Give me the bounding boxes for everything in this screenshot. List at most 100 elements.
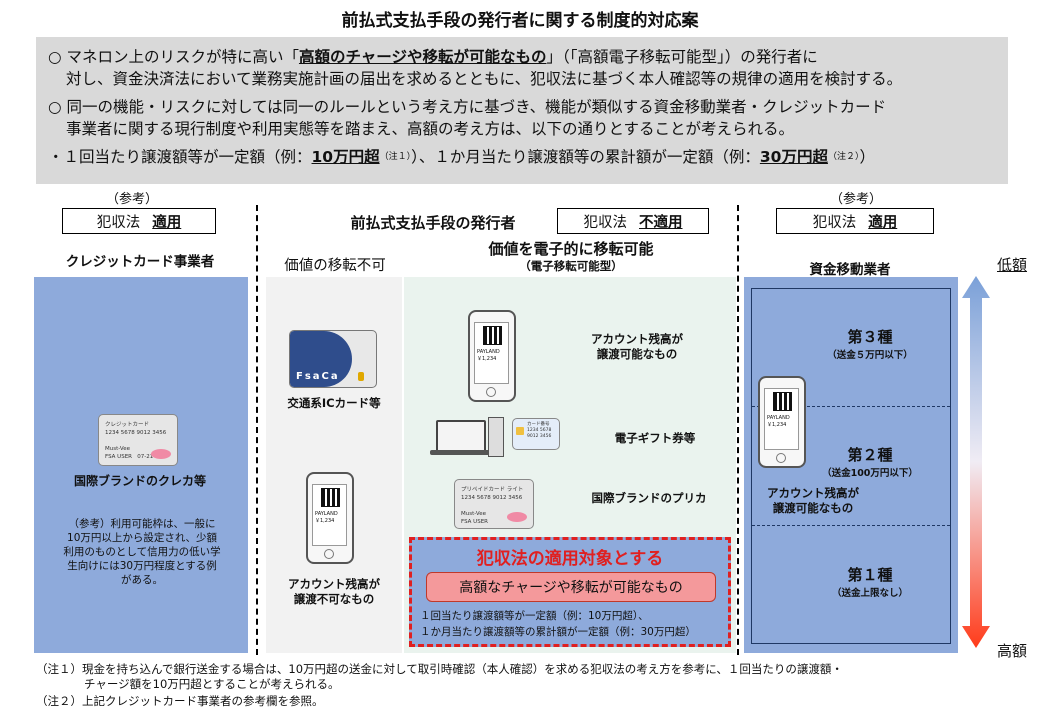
card-text: プリペイドカード ライト 1234 5678 9012 3456 Must-Ve… xyxy=(461,487,524,525)
phone-amount: ￥1,234 xyxy=(767,422,787,428)
tier-limit: （送金100万円以下） xyxy=(822,468,918,479)
axis-low-label: 低額 xyxy=(997,256,1028,274)
caption-line: 譲渡可能なもの xyxy=(596,347,678,361)
qr-code-icon xyxy=(483,326,502,345)
phone-text: PAYLAND￥1,234 xyxy=(477,349,500,363)
center-heading: 前払式支払手段の発行者 xyxy=(350,214,516,232)
prepaid-card-image: プリペイドカード ライト 1234 5678 9012 3456 Must-Ve… xyxy=(454,479,534,529)
summary-line-3: ○ 同一の機能・リスクに対しては同一のルールという考え方に基づき、機能が類似する… xyxy=(48,98,887,116)
center-law-box: 犯収法不適用 xyxy=(557,208,709,234)
col-non-transferable-head: 価値の移転不可 xyxy=(284,258,386,274)
monitor-icon xyxy=(436,420,486,452)
ic-card-caption: 交通系ICカード等 xyxy=(287,396,381,410)
ic-card-stripe xyxy=(290,331,352,387)
caption-line: アカウント残高が xyxy=(591,332,683,346)
summary-bold: 高額のチャージや移転が可能なもの xyxy=(298,48,547,66)
summary-line-2: 対し、資金決済法において業務実施計画の届出を求めるとともに、犯収法に基づく本人確… xyxy=(66,70,903,88)
phone-caption-non-transferable: アカウント残高が 譲渡不可なもの xyxy=(266,577,402,607)
phone-label: PAYLAND xyxy=(477,349,500,355)
law-status: 適用 xyxy=(868,214,898,231)
ic-card-label: FsaCa xyxy=(296,371,340,382)
right-heading: 資金移動業者 xyxy=(809,262,891,278)
axis-high-label: 高額 xyxy=(997,642,1028,660)
right-law-box: 犯収法適用 xyxy=(776,208,934,234)
law-label: 犯収法 xyxy=(583,214,628,231)
chip-icon xyxy=(358,372,364,381)
separator-right xyxy=(737,205,739,655)
tier-limit: （送金５万円以下） xyxy=(827,350,913,361)
item-prepaid: 国際ブランドのプリカ xyxy=(591,491,707,505)
smartphone-icon: PAYLAND￥1,234 xyxy=(758,376,806,468)
summary-line-4: 事業者に関する現行制度や利用実態等を踏まえ、高額の考え方は、以下の通りとすること… xyxy=(66,120,795,138)
page-title: 前払式支払手段の発行者に関する制度的対応案 xyxy=(341,11,699,31)
condition-line: １回当たり譲渡額等が一定額（例：10万円超）、 xyxy=(420,610,649,622)
smartphone-icon: PAYLAND￥1,234 xyxy=(306,472,354,564)
home-button-icon xyxy=(776,453,786,463)
summary-text: ） xyxy=(859,148,875,166)
card-text: クレジットカード 1234 5678 9012 3456 Must-Vee FS… xyxy=(105,422,167,460)
phone-screen: PAYLAND￥1,234 xyxy=(474,322,509,384)
chip-icon xyxy=(516,427,524,435)
home-button-icon xyxy=(324,549,334,559)
law-label: 犯収法 xyxy=(812,214,857,231)
caption-line: 譲渡不可なもの xyxy=(293,592,375,606)
credit-card-image: クレジットカード 1234 5678 9012 3456 Must-Vee FS… xyxy=(98,414,178,466)
tier-3: 第３種 （送金５万円以下） xyxy=(800,326,940,361)
target-pill: 高額なチャージや移転が可能なもの xyxy=(426,572,716,602)
footnote-1b: チャージ額を10万円超とすることが考えられる。 xyxy=(84,677,340,691)
gift-card-image: カード番号 1234 5678 9012 3456 xyxy=(512,418,560,450)
caption-line: アカウント残高が xyxy=(767,486,859,500)
tier-frame xyxy=(751,288,951,644)
footnote-1a: （注１）現金を持ち込んで銀行送金する場合は、10万円超の送金に対して取引時確認（… xyxy=(36,662,843,676)
tier-divider xyxy=(752,525,950,526)
summary-box: ○ マネロン上のリスクが特に高い「高額のチャージや移転が可能なもの」（「高額電子… xyxy=(36,37,1008,184)
pc-tower-icon xyxy=(488,417,504,457)
phone-label: PAYLAND xyxy=(315,511,338,517)
keyboard-icon xyxy=(430,450,490,455)
card-logo xyxy=(507,512,527,522)
target-conditions: １回当たり譲渡額等が一定額（例：10万円超）、 １か月当たり譲渡額等の累計額が一… xyxy=(420,608,696,640)
tier-name: 第２種 xyxy=(847,446,893,464)
summary-text: 」（「高額電子移転可能型」）の発行者に xyxy=(546,48,818,66)
law-label: 犯収法 xyxy=(96,214,141,231)
credit-card-caption: 国際ブランドのクレカ等 xyxy=(73,474,206,488)
law-status: 適用 xyxy=(152,214,182,231)
phone-amount: ￥1,234 xyxy=(315,518,335,524)
phone-screen: PAYLAND￥1,234 xyxy=(312,484,347,546)
tier-name: 第３種 xyxy=(847,328,893,346)
tier-limit: （送金上限なし） xyxy=(831,588,908,599)
summary-text: ○ マネロン上のリスクが特に高い「 xyxy=(48,48,299,66)
summary-text: ）、１か月当たり譲渡額等の累計額が一定額（例： xyxy=(411,148,760,166)
summary-bold: 10万円超 xyxy=(311,148,380,166)
condition-line: １か月当たり譲渡額等の累計額が一定額（例：30万円超） xyxy=(420,626,696,638)
summary-line-1: ○ マネロン上のリスクが特に高い「高額のチャージや移転が可能なもの」（「高額電子… xyxy=(48,47,818,67)
phone-text: PAYLAND￥1,234 xyxy=(315,511,338,525)
target-title: 犯収法の適用対象とする xyxy=(476,549,664,569)
summary-line-5: ・１回当たり譲渡額等が一定額（例：10万円超（注１））、１か月当たり譲渡額等の累… xyxy=(48,147,875,167)
left-ref-label: （参考） xyxy=(105,192,158,207)
left-law-box: 犯収法適用 xyxy=(62,208,216,234)
target-box: 犯収法の適用対象とする 高額なチャージや移転が可能なもの １回当たり譲渡額等が一… xyxy=(409,537,731,647)
summary-bold: 30万円超 xyxy=(759,148,828,166)
tier-1: 第１種 （送金上限なし） xyxy=(800,564,940,599)
item-transferable-account: アカウント残高が 譲渡可能なもの xyxy=(572,332,702,362)
summary-text: ・１回当たり譲渡額等が一定額（例： xyxy=(48,148,312,166)
caption-line: アカウント残高が xyxy=(288,577,380,591)
amount-arrow-icon xyxy=(962,276,990,648)
home-button-icon xyxy=(486,387,496,397)
credit-card-note: （参考）利用可能枠は、一般に10万円以上から設定され、少額利用のものとして信用力… xyxy=(63,518,221,586)
col-transferable-head: 価値を電子的に移転可能 xyxy=(488,240,654,258)
tier-divider xyxy=(752,406,950,407)
footnote-2: （注２）上記クレジットカード事業者の参考欄を参照。 xyxy=(36,694,324,708)
qr-code-icon xyxy=(321,488,340,507)
item-e-gift: 電子ギフト券等 xyxy=(614,431,696,445)
separator-left xyxy=(256,205,258,655)
left-heading: クレジットカード事業者 xyxy=(65,254,215,270)
tier-2: 第２種 （送金100万円以下） xyxy=(800,444,940,479)
law-status: 不適用 xyxy=(639,214,683,231)
note-ref: （注１） xyxy=(379,152,412,162)
right-phone-caption: アカウント残高が 譲渡可能なもの xyxy=(748,486,878,516)
phone-label: PAYLAND xyxy=(767,415,790,421)
smartphone-icon: PAYLAND￥1,234 xyxy=(468,310,516,402)
card-text: カード番号 1234 5678 9012 3456 xyxy=(527,422,552,439)
